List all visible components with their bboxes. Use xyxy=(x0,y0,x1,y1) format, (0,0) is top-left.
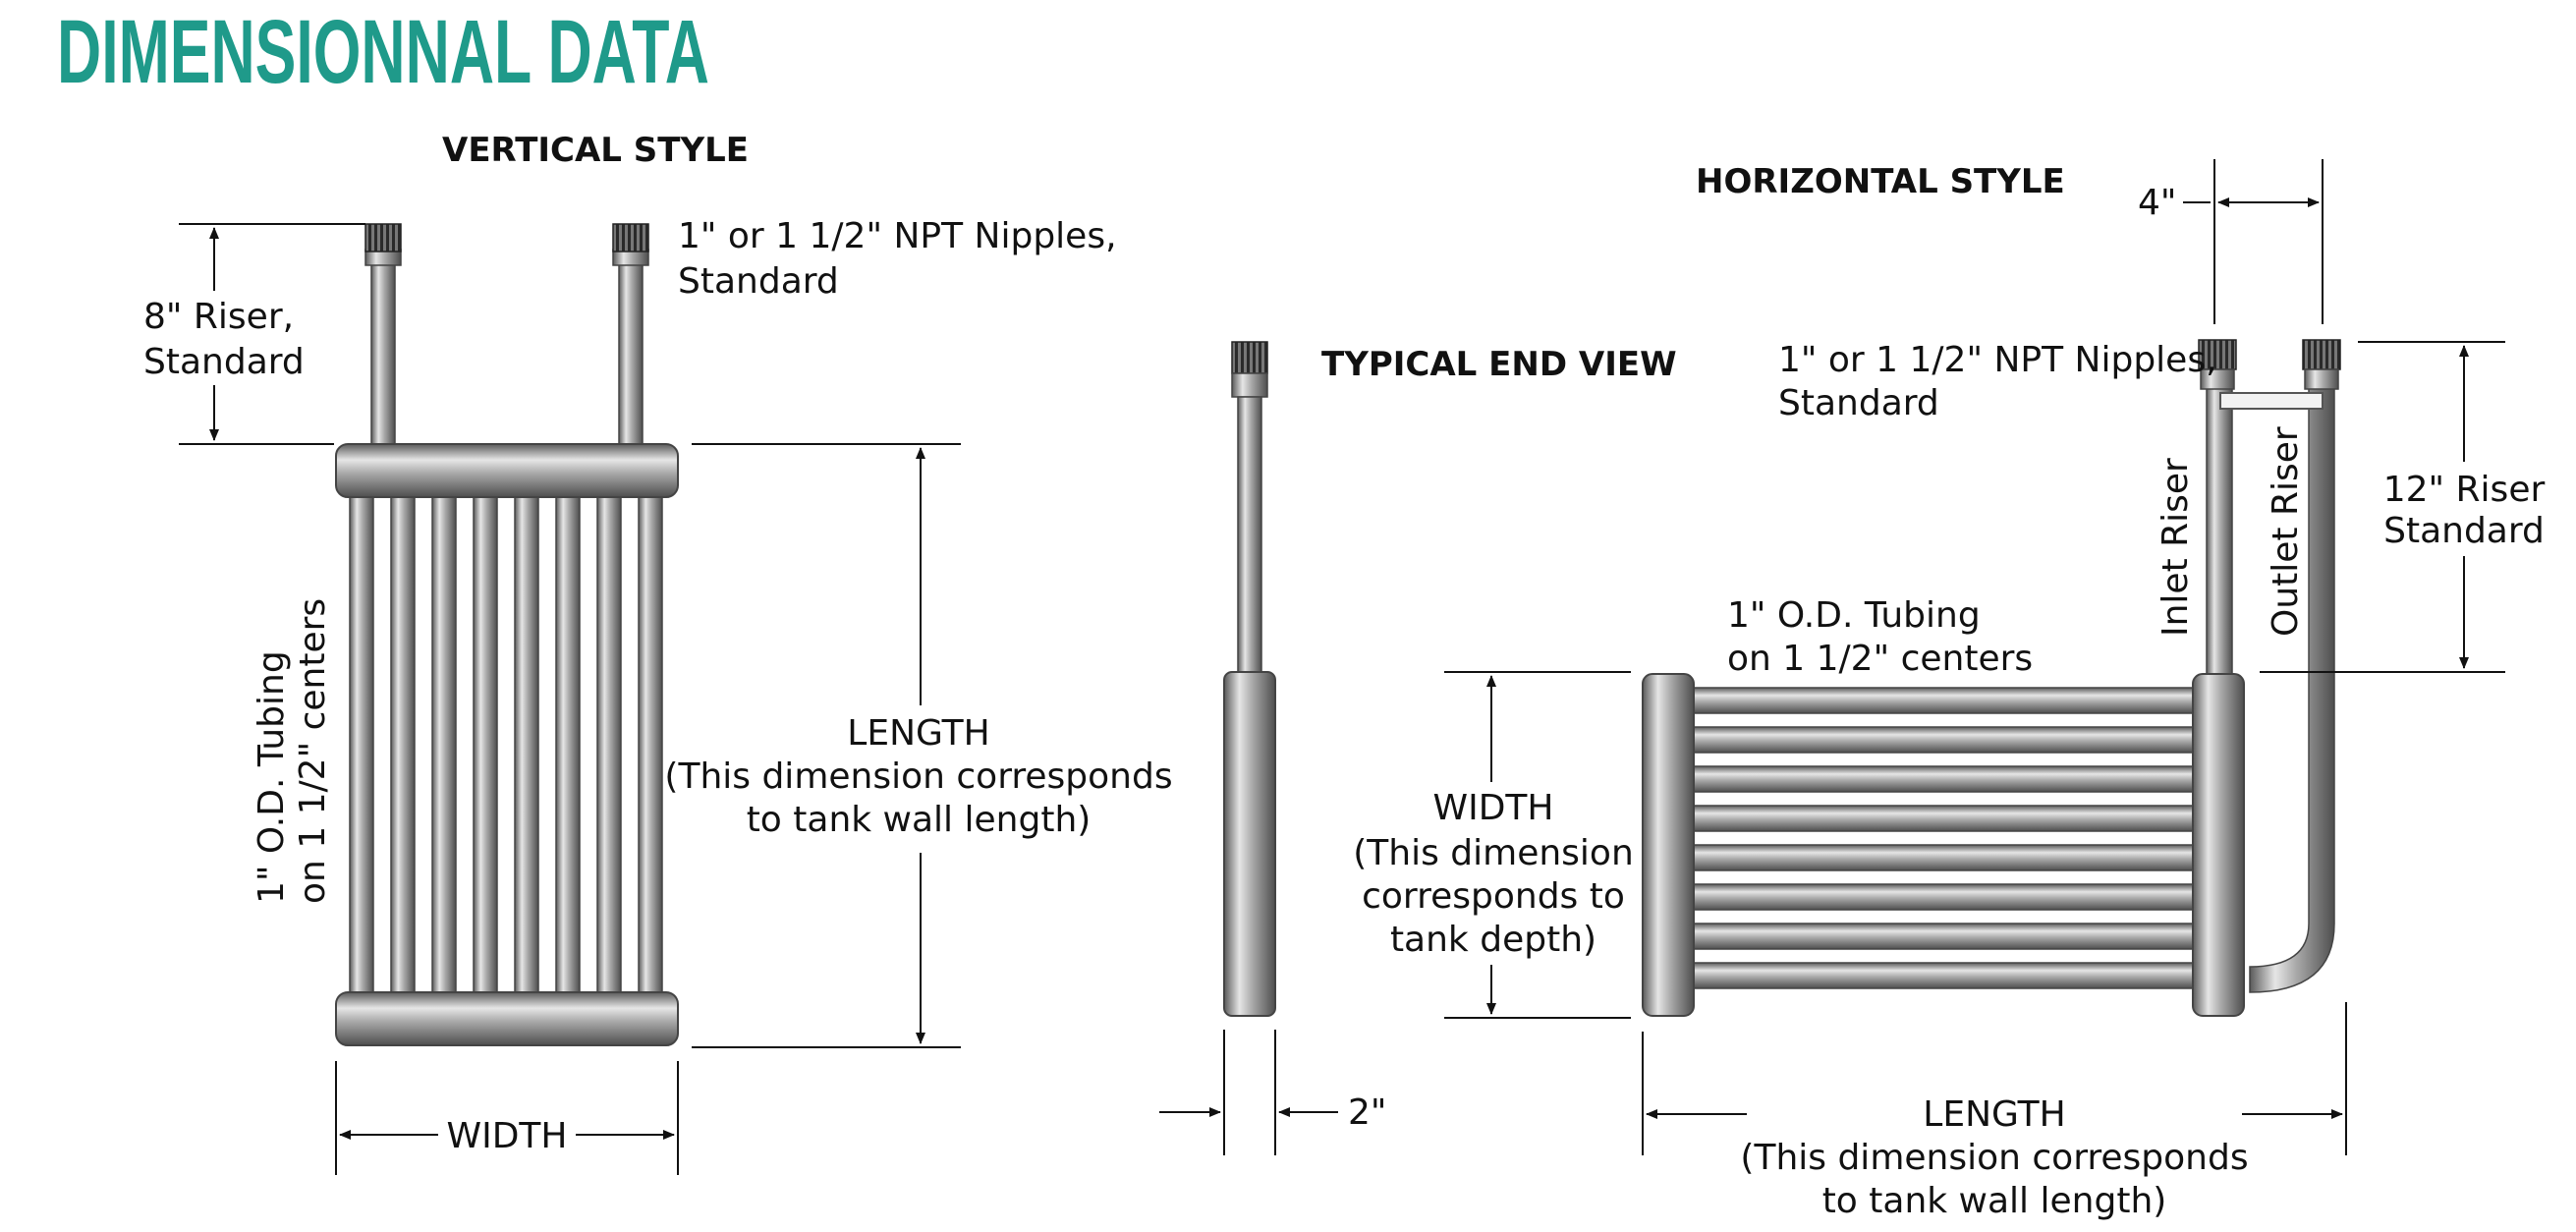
horizontal-style-heading: HORIZONTAL STYLE xyxy=(1696,162,2065,201)
vertical-style-diagram: VERTICAL STYLE 8" Riser, Standard xyxy=(138,131,1173,1175)
end-view-depth-label: 2" xyxy=(1348,1092,1386,1133)
vertical-riser-label-2: Standard xyxy=(143,342,305,382)
vertical-width-label: WIDTH xyxy=(447,1116,568,1156)
horizontal-width-label-3: corresponds to xyxy=(1362,876,1625,917)
top-header-pipe xyxy=(335,443,679,498)
left-end-header xyxy=(1642,673,1695,1017)
end-view-header-body xyxy=(1223,671,1276,1017)
vertical-tubing-label-1: 1" O.D. Tubing xyxy=(252,650,292,904)
left-nipple-thread xyxy=(364,223,402,252)
horizontal-tubing-label-1: 1" O.D. Tubing xyxy=(1727,595,1981,636)
inlet-riser-label: Inlet Riser xyxy=(2156,458,2196,637)
horizontal-riser-label-2: Standard xyxy=(2383,511,2545,551)
horizontal-riser-label-1: 12" Riser xyxy=(2383,470,2546,510)
vertical-tubing-label-2: on 1 1/2" centers xyxy=(293,598,333,904)
horizontal-width-label-1: WIDTH xyxy=(1433,788,1554,828)
vertical-nipples-label-2: Standard xyxy=(678,261,839,302)
end-view-nipple-collar xyxy=(1231,372,1268,398)
page-title: DIMENSIONNAL DATA xyxy=(57,2,709,102)
end-view-nipple-thread xyxy=(1231,341,1268,374)
outlet-riser-label: Outlet Riser xyxy=(2266,426,2306,637)
horizontal-width-label-2: (This dimension xyxy=(1353,833,1634,873)
horizontal-width-label-4: tank depth) xyxy=(1390,920,1596,960)
end-view-heading: TYPICAL END VIEW xyxy=(1321,345,1677,384)
inlet-nipple-collar xyxy=(2200,368,2235,390)
outlet-riser-pipe xyxy=(2249,386,2335,993)
bottom-header-pipe xyxy=(335,991,679,1046)
horizontal-tubing-label-2: on 1 1/2" centers xyxy=(1727,639,2033,679)
horizontal-length-label-2: (This dimension corresponds xyxy=(1740,1138,2248,1178)
riser-spacer-bar xyxy=(2219,392,2324,410)
nipple-spacing-label: 4" xyxy=(2138,183,2176,223)
right-riser-pipe xyxy=(618,262,644,451)
horizontal-tube-array xyxy=(1679,687,2208,989)
left-riser-pipe xyxy=(370,262,396,451)
vertical-nipples-label-1: 1" or 1 1/2" NPT Nipples, xyxy=(678,216,1117,256)
vertical-length-label-2: (This dimension corresponds xyxy=(664,756,1172,797)
end-view-riser-pipe xyxy=(1237,396,1262,675)
inlet-riser-pipe xyxy=(2206,386,2233,683)
horizontal-nipples-label-2: Standard xyxy=(1778,383,1939,423)
horizontal-length-label-1: LENGTH xyxy=(1923,1094,2065,1135)
horizontal-nipples-label-1: 1" or 1 1/2" NPT Nipples, xyxy=(1778,340,2217,380)
horizontal-length-label-3: to tank wall length) xyxy=(1822,1181,2167,1221)
vertical-riser-label-1: 8" Riser, xyxy=(143,297,294,337)
outlet-nipple-thread xyxy=(2302,339,2341,370)
horizontal-style-diagram: HORIZONTAL STYLE 4" xyxy=(1353,159,2574,1221)
right-end-header xyxy=(2192,673,2245,1017)
vertical-length-label-3: to tank wall length) xyxy=(747,800,1092,840)
outlet-nipple-collar xyxy=(2304,368,2339,390)
vertical-style-heading: VERTICAL STYLE xyxy=(442,131,749,170)
vertical-tube-array xyxy=(349,488,663,1001)
end-view-diagram: TYPICAL END VIEW 2" xyxy=(1159,341,1677,1155)
vertical-length-label-1: LENGTH xyxy=(847,713,989,754)
right-nipple-thread xyxy=(612,223,649,252)
